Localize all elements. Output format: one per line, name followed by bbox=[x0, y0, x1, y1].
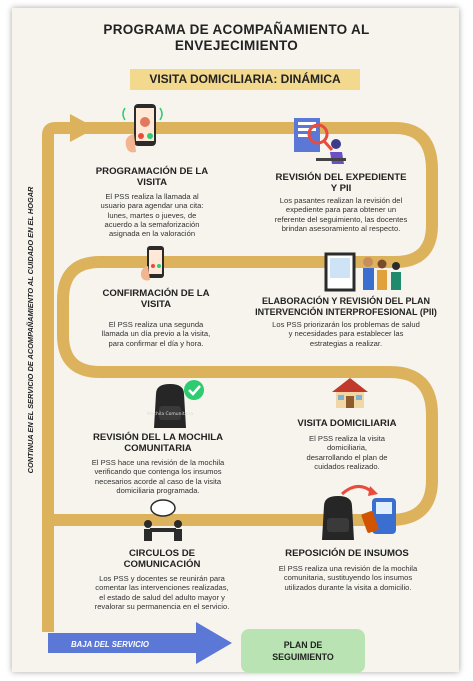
page-subtitle: VISITA DOMICILIARIA: DINÁMICA bbox=[130, 69, 360, 90]
step-mochila-title: REVISIÓN DEL LA MOCHILA COMUNITARIA bbox=[78, 432, 238, 454]
phone-confirm-icon bbox=[140, 246, 164, 281]
document-review-icon bbox=[294, 118, 346, 164]
text-line: necesarios acorde al caso de la visita bbox=[94, 476, 222, 486]
text-line: comunitaria, sustituyendo los insumos bbox=[283, 573, 413, 583]
step-expediente-title1: REVISIÓN DEL EXPEDIENTE bbox=[275, 172, 407, 183]
text-line: expediente para para obtener un bbox=[285, 205, 397, 215]
text-line: usuario para agendar una cita: bbox=[100, 201, 204, 211]
text-line: desarrollando el plan de bbox=[306, 452, 388, 462]
text-line: utilizados durante la visita a domicilio… bbox=[284, 582, 412, 592]
plan-line1: PLAN DE bbox=[283, 640, 323, 650]
step-circulos-title: CIRCULOS DE COMUNICACIÓN bbox=[92, 548, 232, 570]
text-line: Los pasantes realizan la revisión del bbox=[279, 196, 403, 205]
text-line: Los PSS priorizarán los problemas de sal… bbox=[272, 320, 420, 329]
text-line: Los PSS y docentes se reunirán para bbox=[99, 574, 225, 583]
infographic-card bbox=[12, 8, 459, 672]
baja-arrow bbox=[48, 622, 232, 664]
step-elaboracion-title2: INTERVENCIÓN INTERPROFESIONAL (PII) bbox=[255, 307, 437, 317]
path-arrowhead bbox=[70, 114, 96, 142]
step-confirmacion-title2: VISITA bbox=[140, 299, 172, 310]
text-line: domiciliaria, bbox=[326, 443, 368, 453]
step-elaboracion-title: ELABORACIÓN Y REVISIÓN DEL PLAN INTERVEN… bbox=[248, 296, 444, 318]
text-line: referente del seguimiento, las docentes bbox=[274, 214, 408, 224]
text-line: El PSS realiza una segunda bbox=[108, 320, 204, 329]
text-line: El PSS realiza la llamada al bbox=[105, 192, 199, 201]
step-expediente-title: REVISIÓN DEL EXPEDIENTE Y PII bbox=[256, 172, 426, 194]
side-vertical-text: CONTINUA EN EL SERVICIO DE ACOMPAÑAMIENT… bbox=[26, 186, 35, 474]
step-reposicion-title: REPOSICIÓN DE INSUMOS bbox=[262, 548, 432, 559]
step-mochila-title2: COMUNITARIA bbox=[124, 443, 192, 454]
step-reposicion-text: El PSS realiza una revisión de la mochil… bbox=[256, 564, 440, 592]
plan-seguimiento-box: PLAN DE SEGUIMIENTO bbox=[241, 629, 365, 673]
step-circulos-text: Los PSS y docentes se reunirán para come… bbox=[72, 574, 252, 611]
step-visita-text: El PSS realiza la visita domiciliaria, d… bbox=[272, 434, 422, 471]
text-line: y necesidades para establecer las bbox=[288, 329, 404, 339]
baja-servicio-label: BAJA DEL SERVICIO bbox=[71, 640, 149, 649]
step-programacion-title2: VISITA bbox=[136, 177, 168, 188]
text-line: brindan asesoramiento al respecto. bbox=[281, 223, 401, 233]
step-programacion-title: PROGRAMACIÓN DE LA VISITA bbox=[82, 166, 222, 188]
step-expediente-text: Los pasantes realizan la revisión del ex… bbox=[256, 196, 426, 233]
step-visita-title1: VISITA DOMICILIARIA bbox=[297, 418, 397, 429]
step-circulos-title2: COMUNICACIÓN bbox=[123, 559, 201, 570]
backpack-check-icon: Mochila Comunitaria bbox=[147, 380, 204, 428]
text-line: el estado de salud del adulto mayor y bbox=[99, 592, 225, 602]
step-confirmacion-title1: CONFIRMACIÓN DE LA bbox=[102, 288, 210, 299]
text-line: El PSS realiza la visita bbox=[309, 434, 385, 443]
page-title-line1: PROGRAMA DE ACOMPAÑAMIENTO AL bbox=[103, 22, 370, 37]
supplies-restock-icon bbox=[322, 485, 396, 540]
step-visita-title: VISITA DOMICILIARIA bbox=[272, 418, 422, 429]
step-reposicion-title1: REPOSICIÓN DE INSUMOS bbox=[285, 548, 409, 559]
step-circulos-title1: CIRCULOS DE bbox=[128, 548, 196, 559]
text-line: domiciliaria programada. bbox=[116, 485, 200, 495]
text-line: comentar las intervenciones realizadas, bbox=[95, 583, 229, 593]
page-title-line2: ENVEJECIMIENTO bbox=[174, 38, 299, 53]
step-confirmacion-title: CONFIRMACIÓN DE LA VISITA bbox=[88, 288, 224, 310]
team-planning-icon bbox=[324, 252, 401, 292]
text-line: verificando que contenga los insumos bbox=[94, 467, 222, 477]
text-line: El PSS hace una revisión de la mochila bbox=[91, 458, 225, 467]
step-mochila-text: El PSS hace una revisión de la mochila v… bbox=[78, 458, 238, 495]
step-mochila-title1: REVISIÓN DEL LA MOCHILA bbox=[92, 432, 224, 443]
step-confirmacion-text: El PSS realiza una segunda llamada un dí… bbox=[82, 320, 230, 348]
text-line: acuerdo a la semaforización bbox=[104, 219, 200, 229]
bag-label: Mochila Comunitaria bbox=[147, 411, 194, 417]
text-line: revalorar su permanencia en el servicio. bbox=[94, 601, 230, 611]
plan-line2: SEGUIMIENTO bbox=[272, 652, 334, 662]
text-line: cuidados realizado. bbox=[314, 461, 380, 471]
step-expediente-title2: Y PII bbox=[330, 183, 352, 194]
text-line: asignada en la valoración bbox=[108, 229, 196, 239]
house-icon bbox=[332, 378, 368, 408]
step-elaboracion-title1: ELABORACIÓN Y REVISIÓN DEL PLAN bbox=[261, 296, 431, 306]
text-line: estrategias a realizar. bbox=[309, 338, 383, 348]
text-line: El PSS realiza una revisión de la mochil… bbox=[278, 564, 418, 573]
text-line: llamada un día previo a la visita, bbox=[101, 329, 211, 339]
meeting-icon bbox=[144, 499, 182, 541]
text-line: para confirmar el día y hora. bbox=[108, 338, 204, 348]
text-line: lunes, martes o jueves, de bbox=[107, 210, 197, 220]
phone-call-icon bbox=[122, 104, 163, 153]
step-programacion-title1: PROGRAMACIÓN DE LA bbox=[95, 166, 209, 177]
step-programacion-text: El PSS realiza la llamada al usuario par… bbox=[82, 192, 222, 238]
step-elaboracion-text: Los PSS priorizarán los problemas de sal… bbox=[258, 320, 434, 348]
